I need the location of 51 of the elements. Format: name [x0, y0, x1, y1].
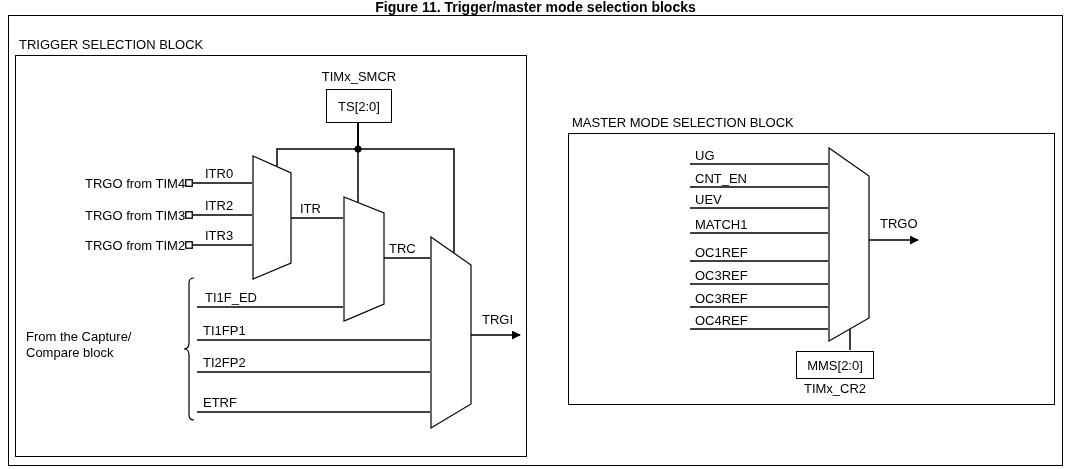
signal-line [689, 163, 829, 165]
signal-line [184, 241, 253, 249]
signal-line [196, 411, 431, 413]
signal-line [689, 260, 829, 262]
signal-line [196, 339, 431, 341]
signal-line [689, 207, 829, 209]
register-name: TIMx_CR2 [802, 381, 868, 396]
arrow [469, 330, 521, 340]
signal-label: UG [695, 148, 715, 163]
signal-label: ITR3 [205, 228, 234, 243]
signal-label: ITR0 [205, 166, 234, 181]
signal-label: ITR [300, 201, 321, 216]
signal-label: OC3REF [695, 268, 748, 283]
block-heading: MASTER MODE SELECTION BLOCK [572, 115, 794, 130]
figure-title: Figure 11. Trigger/master mode selection blocks [374, 0, 697, 15]
signal-line [689, 306, 829, 308]
signal-label: TRGO [880, 216, 918, 231]
source-label: TRGO from TIM4 [85, 176, 186, 191]
register-name: TIMx_SMCR [320, 69, 398, 84]
signal-line [357, 121, 455, 254]
signal-line [184, 211, 253, 219]
source-label: TRGO from TIM3 [85, 208, 186, 223]
source-label: TRGO from TIM2 [85, 238, 186, 253]
register-field: MMS[2:0] [796, 351, 874, 379]
signal-line [196, 306, 344, 308]
signal-label: OC1REF [695, 245, 748, 260]
signal-line [849, 326, 851, 351]
signal-label: TRGI [482, 312, 514, 327]
signal-line [184, 179, 253, 187]
signal-label: ETRF [203, 395, 237, 410]
signal-line [689, 186, 829, 188]
signal-line [689, 283, 829, 285]
signal-label: TI1FP1 [203, 323, 246, 338]
signal-label: TI2FP2 [203, 355, 246, 370]
signal-line [289, 217, 344, 219]
signal-line [196, 371, 431, 373]
signal-label: MATCH1 [695, 217, 748, 232]
signal-label: CNT_EN [695, 171, 747, 186]
signal-label: TI1F_ED [205, 290, 257, 305]
signal-label: OC3REF [695, 291, 748, 306]
arrow [867, 235, 919, 245]
signal-label: TRC [389, 241, 416, 256]
signal-label: ITR2 [205, 198, 234, 213]
signal-line [689, 328, 829, 330]
signal-line [689, 232, 829, 234]
signal-line [382, 257, 431, 259]
signal-label: OC4REF [695, 313, 748, 328]
block-heading: TRIGGER SELECTION BLOCK [19, 37, 204, 52]
register-field: TS[2:0] [326, 89, 392, 123]
signal-label: UEV [695, 192, 722, 207]
source-label: From the Capture/ Compare block [26, 329, 133, 361]
